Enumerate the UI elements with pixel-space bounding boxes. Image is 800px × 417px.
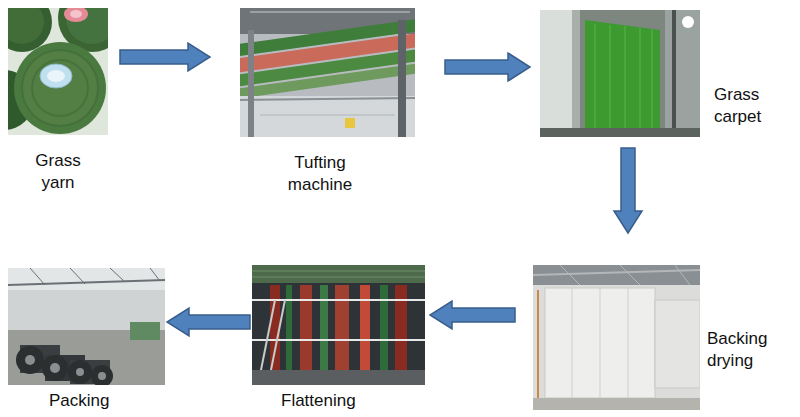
grass-carpet-photo-part xyxy=(585,20,660,137)
tufting-machine-photo xyxy=(240,8,415,137)
process-step: Tufting machine xyxy=(240,8,415,137)
packing-photo-part xyxy=(98,372,106,380)
grass-carpet-photo-part xyxy=(625,26,626,137)
backing-drying-photo-part xyxy=(545,288,655,398)
flattening-photo-part xyxy=(252,265,425,385)
yarn-photo-part xyxy=(64,8,88,22)
step-caption: Tufting machine xyxy=(280,152,360,196)
step-caption: Backing drying xyxy=(707,328,779,372)
block-arrow xyxy=(614,148,642,233)
packing-photo-part xyxy=(68,360,92,384)
backing-drying-photo-part xyxy=(533,270,700,275)
grass-carpet-photo-part xyxy=(540,128,700,137)
yarn-photo-part xyxy=(40,64,72,88)
backing-drying-photo-part xyxy=(600,288,601,398)
packing-photo-part xyxy=(16,346,44,374)
step-caption: Grass yarn xyxy=(28,150,88,194)
tufting-machine-photo-part xyxy=(240,98,415,100)
block-arrow xyxy=(120,43,210,71)
tufting-machine-photo-part xyxy=(260,115,395,116)
packing-photo-part xyxy=(91,365,113,385)
packing-photo-part xyxy=(110,268,125,282)
tufting-machine-photo-part-part xyxy=(240,61,415,100)
backing-drying-photo-part xyxy=(675,265,690,285)
step-caption: Packing xyxy=(49,390,139,412)
packing-photo-part xyxy=(8,268,165,385)
packing-photo-part xyxy=(42,355,68,381)
tufting-machine-photo-part xyxy=(398,20,406,137)
flattening-photo-part xyxy=(286,285,292,370)
grass-carpet-photo-part xyxy=(682,16,694,28)
tufting-machine-photo-part xyxy=(248,30,254,137)
tufting-machine-photo-part xyxy=(250,11,410,13)
yarn-photo xyxy=(8,8,108,135)
backing-drying-photo-part xyxy=(537,290,539,400)
block-arrow xyxy=(445,53,530,81)
yarn-photo-part xyxy=(8,8,44,44)
flattening-photo-part xyxy=(252,277,425,278)
packing-photo-part xyxy=(130,322,160,340)
flattening-photo-part xyxy=(380,285,388,370)
tufting-machine-photo-part xyxy=(240,17,415,100)
grass-carpet-photo-part xyxy=(652,29,653,137)
grass-carpet-photo xyxy=(540,10,700,137)
grass-carpet-photo-part xyxy=(595,24,596,137)
flattening-photo-part xyxy=(252,370,425,385)
packing-photo-part xyxy=(8,268,165,290)
block-arrow xyxy=(430,301,515,329)
packing-photo xyxy=(8,268,165,385)
yarn-photo-part xyxy=(70,10,82,18)
packing-photo-part xyxy=(76,368,84,376)
flattening-photo-part xyxy=(335,285,349,370)
backing-drying-photo xyxy=(533,265,700,410)
grass-carpet-photo-part xyxy=(672,10,676,137)
flattening-photo-part xyxy=(300,285,312,370)
packing-photo-part xyxy=(25,355,35,365)
backing-drying-photo-part xyxy=(628,288,629,398)
backing-drying-photo-part xyxy=(533,265,700,285)
backing-drying-photo-part xyxy=(655,300,700,388)
process-step: Grass carpet xyxy=(540,10,700,137)
grass-carpet-photo-part xyxy=(540,10,700,137)
process-step: Grass yarn xyxy=(8,8,108,135)
tufting-machine-photo-part xyxy=(345,118,355,128)
yarn-photo-part xyxy=(32,60,88,116)
packing-photo-part xyxy=(50,363,60,373)
flattening-photo-part xyxy=(252,265,425,283)
step-caption: Flattening xyxy=(281,390,381,412)
packing-photo-part xyxy=(8,280,165,285)
process-step: Backing drying xyxy=(533,265,700,410)
yarn-photo-part xyxy=(14,42,106,134)
packing-photo-part xyxy=(70,268,85,284)
flattening-photo xyxy=(252,265,425,385)
grass-carpet-photo-part xyxy=(572,10,580,137)
step-caption: Grass carpet xyxy=(714,84,776,128)
flattening-photo-part xyxy=(395,285,407,370)
tufting-machine-photo-part xyxy=(240,96,415,137)
grass-carpet-photo-part xyxy=(665,10,700,137)
backing-drying-photo-part xyxy=(572,288,573,398)
grass-carpet-photo-part xyxy=(640,28,641,137)
grass-carpet-photo-part xyxy=(540,10,580,137)
process-step: Flattening xyxy=(252,265,425,385)
yarn-photo-part xyxy=(22,50,98,126)
yarn-photo-part xyxy=(47,70,65,82)
flattening-photo-part xyxy=(320,285,328,370)
backing-drying-photo-part xyxy=(533,265,700,410)
backing-drying-photo-part xyxy=(620,265,640,285)
flattening-photo-part xyxy=(360,285,370,370)
backing-drying-photo-part xyxy=(560,265,580,285)
grass-carpet-photo-part xyxy=(610,25,611,137)
packing-photo-part xyxy=(150,268,160,281)
flattening-photo-part xyxy=(252,299,425,301)
packing-photo-part xyxy=(30,268,45,285)
flattening-photo-part xyxy=(252,271,425,272)
backing-drying-photo-part xyxy=(533,398,700,410)
block-arrow xyxy=(167,308,250,336)
process-step: Packing xyxy=(8,268,165,385)
